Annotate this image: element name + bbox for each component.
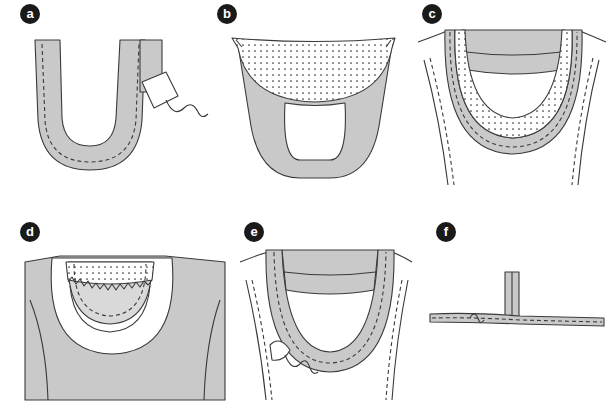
panel-letter: c <box>422 4 442 24</box>
thread <box>166 100 208 117</box>
stitch-line <box>42 44 139 162</box>
facing-band <box>266 250 394 372</box>
raglan-seam <box>424 60 599 185</box>
facing-shape <box>51 258 173 354</box>
understitch <box>70 286 150 332</box>
folded-corner <box>142 72 178 108</box>
edge-mark <box>236 40 391 47</box>
panel-letter: b <box>217 4 237 24</box>
raglan-stitch <box>252 280 402 400</box>
interfacing <box>455 30 572 138</box>
interfacing <box>232 38 395 102</box>
seam-detail <box>430 272 604 326</box>
back-facing <box>282 250 378 294</box>
facing-tacking <box>240 250 412 400</box>
clipped-edge <box>68 277 152 290</box>
vertical-strip <box>505 272 519 320</box>
band-shape <box>35 40 145 170</box>
facing-piece <box>232 38 395 178</box>
back-seam <box>466 52 562 55</box>
garment-body <box>25 256 225 400</box>
raglan-stitch <box>430 58 593 185</box>
neck-opening <box>285 103 346 160</box>
panel-letter: e <box>244 222 264 242</box>
thread <box>285 355 318 373</box>
stitch-line <box>74 264 146 316</box>
stitch-line <box>432 318 602 322</box>
raglan-seam <box>246 280 408 400</box>
stitch-line <box>450 32 577 147</box>
folded-corner <box>270 341 290 360</box>
strip-seam <box>511 272 512 320</box>
turned-facing <box>25 256 225 400</box>
neckline-assembly <box>418 30 606 185</box>
panel-letter: d <box>20 222 40 242</box>
panel-letter: f <box>436 222 456 242</box>
back-seam <box>284 272 376 275</box>
horizontal-band <box>430 313 604 326</box>
outer-band <box>445 30 582 154</box>
back-facing <box>462 30 565 74</box>
facing-band <box>35 40 208 170</box>
thread <box>470 314 484 323</box>
stitch-line <box>274 252 386 363</box>
panel-letter: a <box>20 4 40 24</box>
